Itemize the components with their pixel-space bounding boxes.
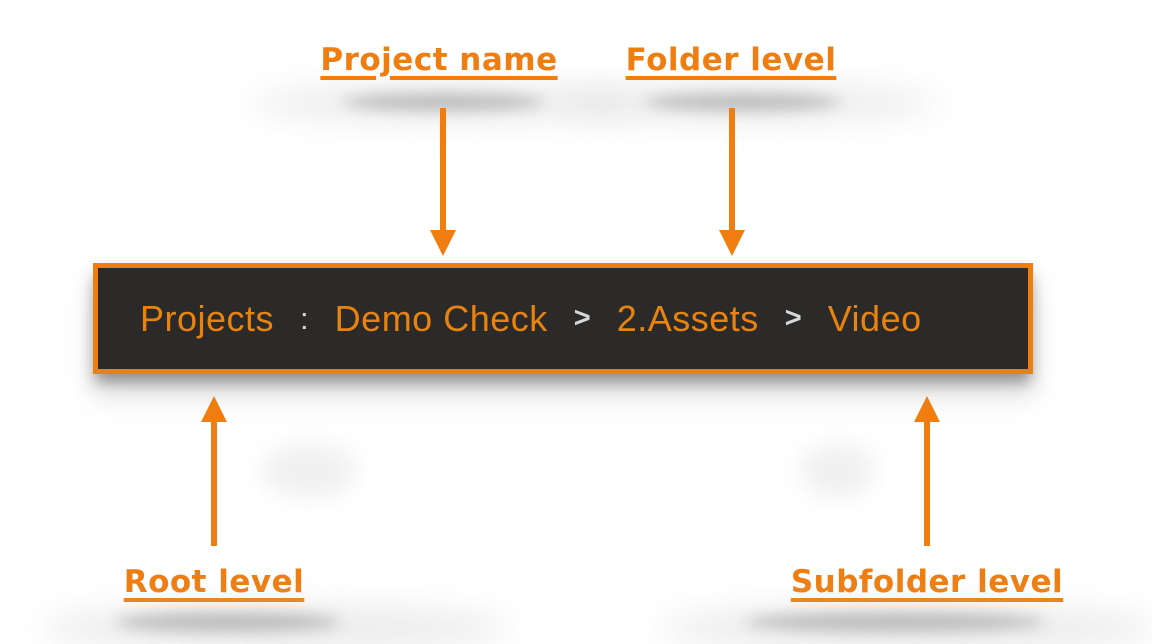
folder-level-shadow	[645, 93, 840, 111]
background-smudge	[800, 443, 875, 498]
folder-level-label: Folder level	[625, 42, 837, 78]
chevron-right-icon: >	[784, 302, 802, 334]
project-name-label: Project name	[320, 42, 558, 78]
breadcrumb-item-project-name[interactable]: Demo Check	[334, 297, 548, 339]
breadcrumb-item-folder[interactable]: 2.Assets	[616, 297, 759, 339]
breadcrumb-bar: Projects : Demo Check > 2.Assets > Video	[93, 263, 1033, 374]
colon-separator-icon: :	[300, 301, 309, 336]
background-smudge	[262, 443, 357, 498]
chevron-right-icon: >	[573, 302, 591, 334]
root-level-shadow	[115, 612, 340, 632]
breadcrumb-root-projects[interactable]: Projects	[140, 297, 275, 339]
breadcrumb: Projects : Demo Check > 2.Assets > Video	[140, 298, 922, 340]
folder-level-shadow-halo	[560, 84, 940, 122]
subfolder-level-shadow	[745, 612, 1045, 632]
breadcrumb-item-subfolder[interactable]: Video	[827, 297, 922, 339]
root-level-shadow-halo	[40, 604, 510, 644]
subfolder-level-label: Subfolder level	[790, 564, 1064, 600]
root-level-label: Root level	[123, 564, 305, 600]
subfolder-level-shadow-halo	[660, 604, 1152, 644]
